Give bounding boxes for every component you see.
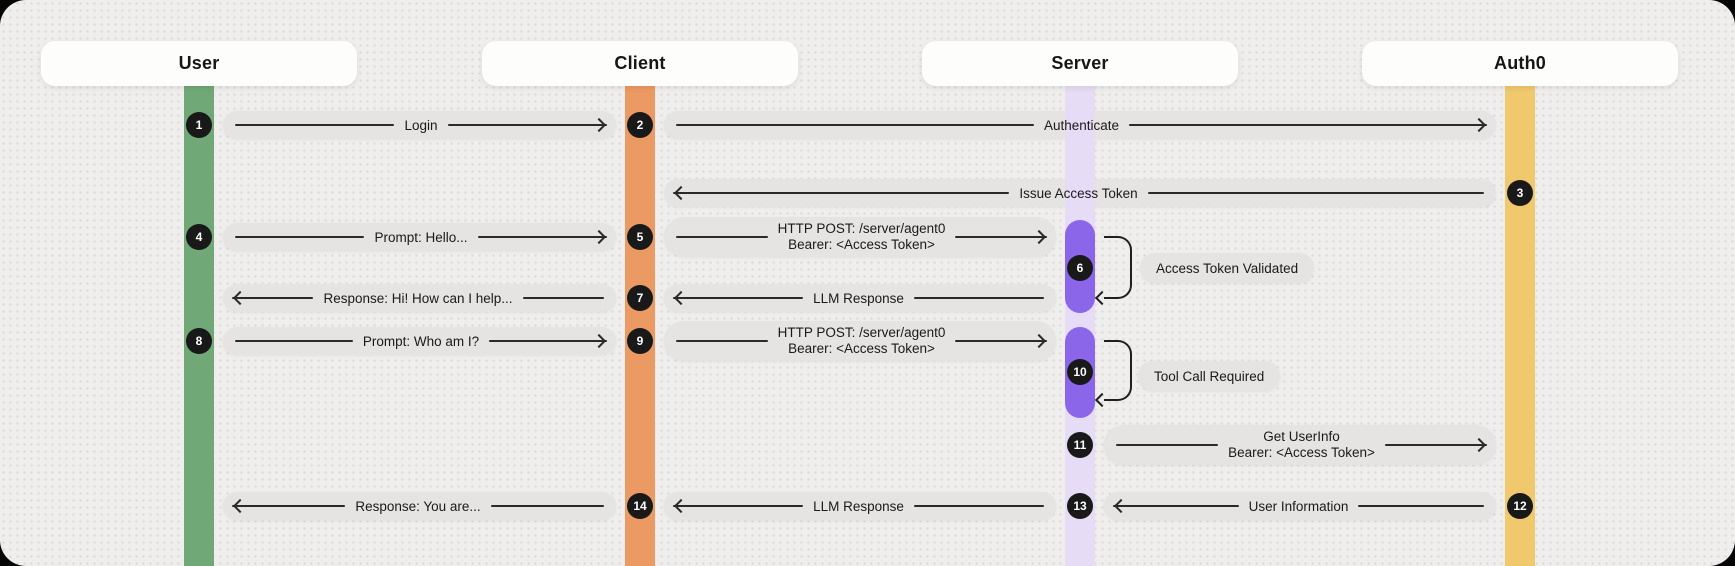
lifeline-server [1065, 86, 1095, 566]
message-label: Issue Access Token [1019, 185, 1138, 201]
step-circle-3: 3 [1507, 180, 1533, 206]
arrow-line [1384, 443, 1487, 447]
message-login: Login [223, 111, 616, 139]
arrowhead-right-icon [591, 229, 607, 245]
step-circle-2: 2 [627, 112, 653, 138]
arrow-line [1147, 191, 1485, 195]
message-label: Prompt: Hello... [374, 229, 468, 245]
arrowhead-left-icon [232, 290, 248, 306]
message-response-you-are: Response: You are... [223, 492, 616, 520]
arrow-line [913, 296, 1044, 300]
message-llm-response-2: LLM Response [664, 492, 1056, 520]
arrow-line [489, 339, 608, 343]
message-label: Get UserInfo Bearer: <Access Token> [1228, 428, 1375, 461]
message-label: User Information [1248, 498, 1349, 514]
message-user-information: User Information [1104, 492, 1496, 520]
actor-header-auth0: Auth0 [1362, 41, 1678, 86]
step-circle-11: 11 [1067, 432, 1093, 458]
arrowhead-left-icon [673, 185, 689, 201]
arrow-line [955, 235, 1048, 239]
arrowhead-right-icon [1471, 437, 1487, 453]
message-label: Response: Hi! How can I help... [323, 290, 513, 306]
step-circle-12: 12 [1507, 493, 1533, 519]
message-http-post-1: HTTP POST: /server/agent0 Bearer: <Acces… [664, 217, 1056, 257]
note-access-token-validated: Access Token Validated [1140, 253, 1315, 283]
message-label: Login [404, 117, 438, 133]
message-label: HTTP POST: /server/agent0 Bearer: <Acces… [777, 220, 946, 253]
message-prompt-hello: Prompt: Hello... [223, 223, 616, 251]
actor-header-client: Client [482, 41, 798, 86]
actor-header-user: User [41, 41, 357, 86]
step-circle-4: 4 [186, 224, 212, 250]
arrow-line [676, 235, 768, 239]
actor-header-server: Server [922, 41, 1238, 86]
arrowhead-right-icon [1471, 117, 1487, 133]
message-label: Response: You are... [355, 498, 481, 514]
arrow-line [913, 504, 1044, 508]
arrowhead-right-icon [1031, 229, 1047, 245]
arrow-line [235, 123, 395, 127]
arrowhead-right-icon [591, 117, 607, 133]
arrow-line [1116, 443, 1219, 447]
arrowhead-left-icon [673, 290, 689, 306]
message-label: LLM Response [813, 498, 904, 514]
arrow-line [232, 504, 346, 508]
arrow-line [673, 296, 804, 300]
message-llm-response-1: LLM Response [664, 284, 1056, 312]
message-label: HTTP POST: /server/agent0 Bearer: <Acces… [777, 324, 946, 357]
lifeline-user [184, 86, 214, 566]
message-http-post-2: HTTP POST: /server/agent0 Bearer: <Acces… [664, 321, 1056, 361]
step-circle-14: 14 [627, 493, 653, 519]
arrow-line [1129, 123, 1487, 127]
self-call-bracket-2 [1104, 340, 1132, 401]
message-label: LLM Response [813, 290, 904, 306]
step-circle-6: 6 [1067, 255, 1093, 281]
step-circle-7: 7 [627, 285, 653, 311]
arrow-line [235, 339, 353, 343]
step-circle-10: 10 [1067, 359, 1093, 385]
arrow-line [676, 123, 1034, 127]
note-tool-call-required: Tool Call Required [1138, 361, 1281, 391]
arrow-line [235, 235, 365, 239]
self-call-bracket-1 [1104, 236, 1132, 299]
arrowhead-right-icon [1031, 333, 1047, 349]
message-label: Authenticate [1043, 117, 1120, 133]
step-circle-1: 1 [186, 112, 212, 138]
arrow-line [447, 123, 608, 127]
arrow-line [955, 339, 1048, 343]
arrow-line [522, 296, 604, 300]
arrowhead-left-icon [232, 498, 248, 514]
lifeline-auth0 [1505, 86, 1535, 566]
message-response-hi: Response: Hi! How can I help... [223, 284, 616, 312]
arrowhead-left-icon [1113, 498, 1129, 514]
step-circle-13: 13 [1067, 493, 1093, 519]
arrow-line [490, 504, 604, 508]
arrow-line [1358, 504, 1485, 508]
message-get-userinfo: Get UserInfo Bearer: <Access Token> [1104, 425, 1496, 465]
step-circle-9: 9 [627, 328, 653, 354]
arrow-line [673, 504, 804, 508]
arrow-line [673, 191, 1010, 195]
lifeline-client [625, 86, 655, 566]
step-circle-8: 8 [186, 328, 212, 354]
message-prompt-who-am-i: Prompt: Who am I? [223, 327, 616, 355]
message-label: Prompt: Who am I? [362, 333, 480, 349]
arrow-line [1113, 504, 1239, 508]
step-circle-5: 5 [627, 224, 653, 250]
arrow-line [232, 296, 314, 300]
arrow-line [676, 339, 768, 343]
arrowhead-left-icon [673, 498, 689, 514]
arrow-line [477, 235, 607, 239]
arrowhead-right-icon [591, 333, 607, 349]
